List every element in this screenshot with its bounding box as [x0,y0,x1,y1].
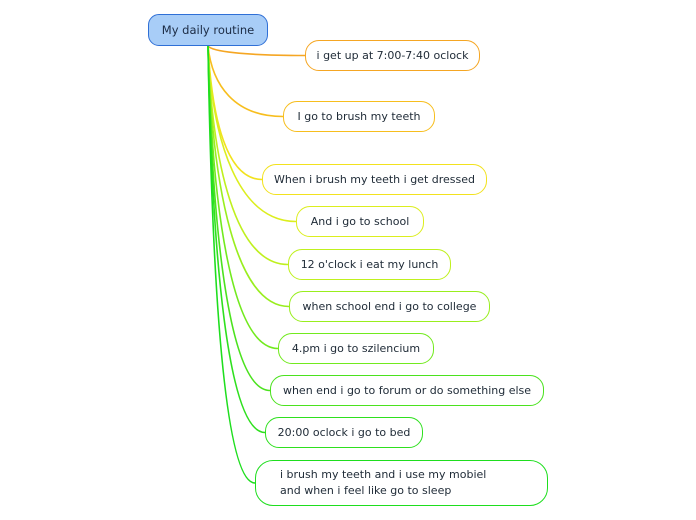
topic-go-to-school[interactable]: And i go to school [296,206,424,237]
connector-line [207,45,266,434]
topic-szilencium[interactable]: 4.pm i go to szilencium [278,333,434,364]
connector-line [207,45,306,57]
topic-label: 4.pm i go to szilencium [291,342,421,355]
topic-label: when end i go to forum or do something e… [282,384,532,397]
connector-line [207,45,297,223]
connector-line [207,45,271,392]
topic-label: And i go to school [310,215,410,228]
topic-lunch[interactable]: 12 o'clock i eat my lunch [288,249,451,280]
topic-sleep[interactable]: i brush my teeth and i use my mobiel and… [255,460,548,506]
connector-line [207,45,256,484]
root-topic[interactable]: My daily routine [148,14,268,46]
topic-label: i brush my teeth and i use my mobiel and… [280,468,487,497]
connector-line [207,45,289,266]
topic-get-dressed[interactable]: When i brush my teeth i get dressed [262,164,487,195]
topic-college[interactable]: when school end i go to college [289,291,490,322]
topic-brush-teeth[interactable]: I go to brush my teeth [283,101,435,132]
topic-label: when school end i go to college [302,300,477,313]
topic-forum[interactable]: when end i go to forum or do something e… [270,375,544,406]
connector-line [207,45,284,118]
connector-line [207,45,279,350]
topic-label: 12 o'clock i eat my lunch [300,258,439,271]
topic-bed[interactable]: 20:00 oclock i go to bed [265,417,423,448]
root-topic-label: My daily routine [161,23,255,37]
topic-label: i get up at 7:00-7:40 oclock [316,49,469,62]
topic-label: When i brush my teeth i get dressed [273,173,476,186]
topic-label: 20:00 oclock i go to bed [277,426,411,439]
topic-wake-up[interactable]: i get up at 7:00-7:40 oclock [305,40,480,71]
topic-label: I go to brush my teeth [297,110,421,123]
